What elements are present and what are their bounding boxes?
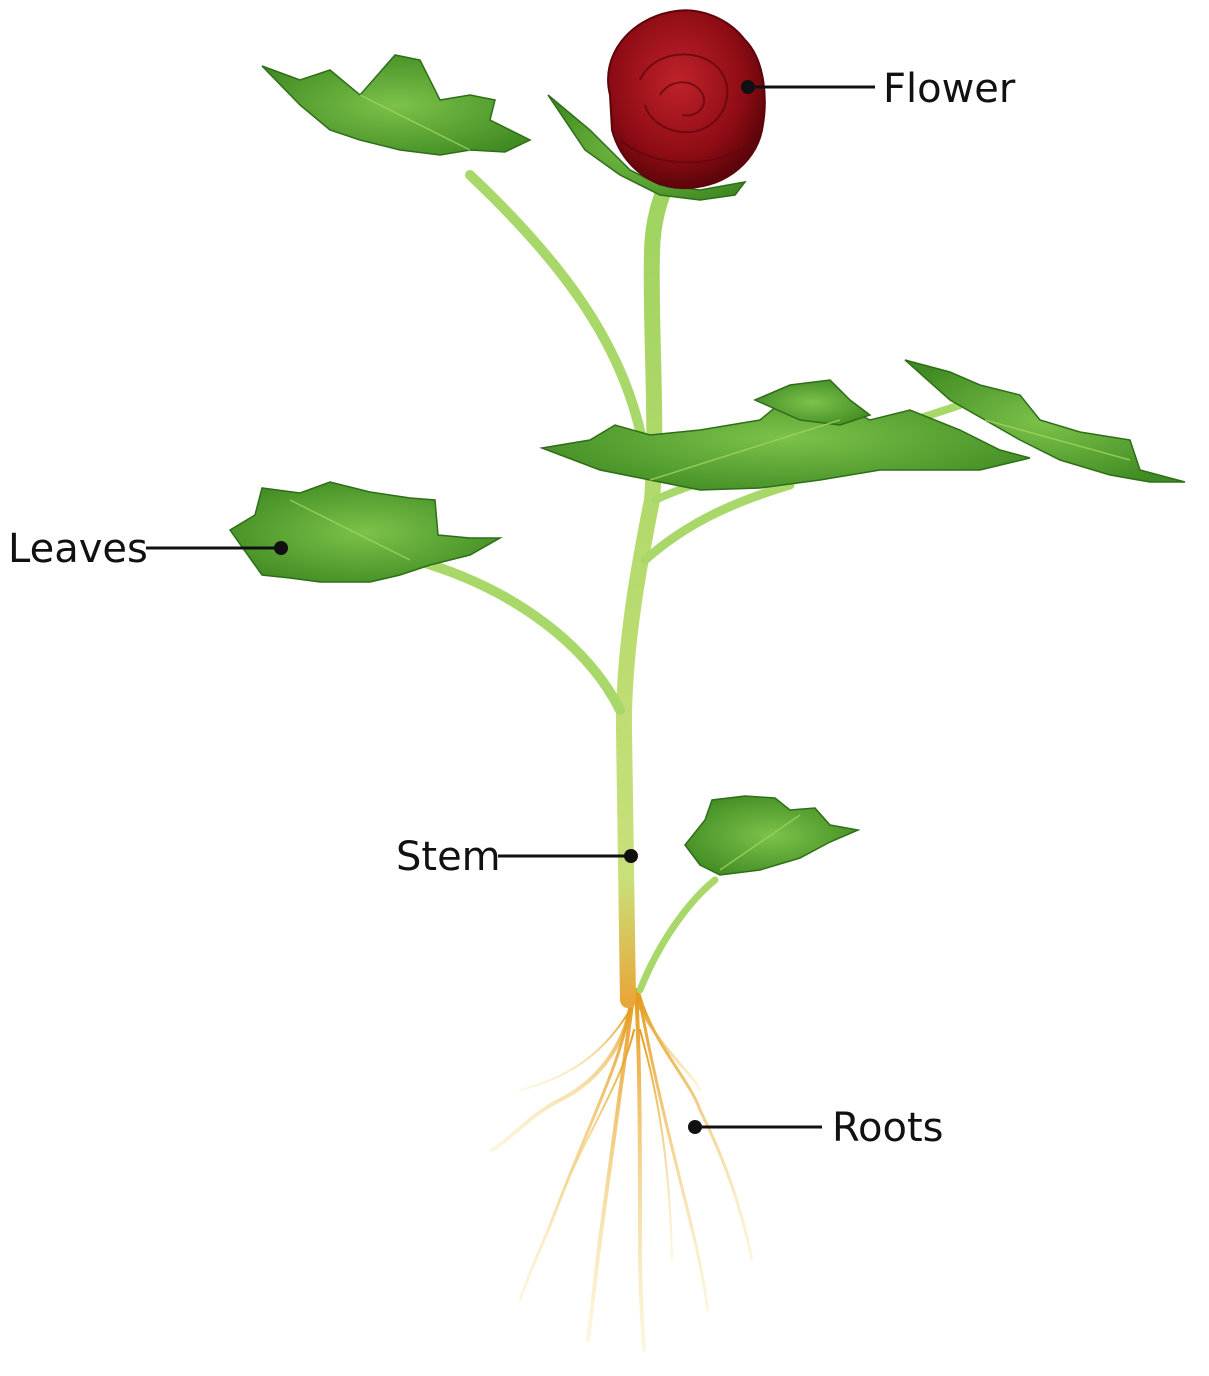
leaves-callout-dot xyxy=(274,541,288,555)
roots-label: Roots xyxy=(832,1105,943,1151)
stem-label: Stem xyxy=(396,834,501,880)
roots-callout: Roots xyxy=(688,1105,943,1151)
leaves-label: Leaves xyxy=(8,526,148,572)
flower-label: Flower xyxy=(883,66,1016,112)
stem-callout-dot xyxy=(624,849,638,863)
stem-callout: Stem xyxy=(396,834,638,880)
main-stem-illustration xyxy=(624,185,666,1000)
flower-illustration xyxy=(608,10,765,188)
roots-illustration xyxy=(492,990,752,1350)
flower-callout: Flower xyxy=(741,66,1016,112)
